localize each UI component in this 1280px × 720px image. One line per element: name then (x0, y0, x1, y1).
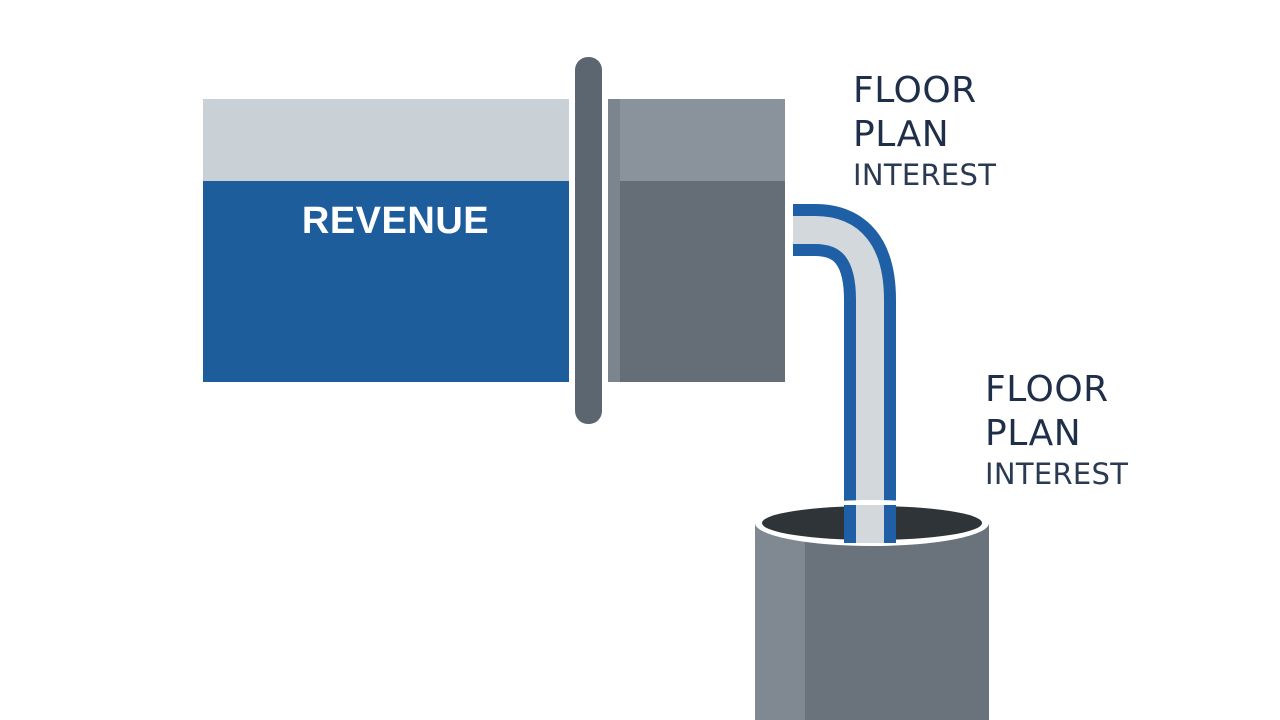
chamber-edge (608, 99, 620, 382)
revenue-label: REVENUE (301, 200, 490, 242)
revenue-tank-empty (203, 99, 569, 181)
revenue-tank-fill (203, 181, 569, 382)
interest-chamber (608, 99, 785, 382)
drain-pipe (755, 500, 989, 720)
label-bottom-line1: FLOOR (985, 369, 1109, 410)
chamber-bottom (608, 181, 785, 382)
label-top-line3: INTEREST (853, 158, 997, 192)
pipe-into-drain-inner (856, 505, 884, 543)
elbow-pipe (793, 204, 896, 560)
valve-flange (575, 57, 602, 424)
floor-plan-interest-label-bottom: FLOOR PLAN INTEREST (985, 372, 1128, 489)
drain-body-highlight (755, 523, 805, 720)
chamber-top (608, 99, 785, 181)
floor-plan-interest-label-top: FLOOR PLAN INTEREST (853, 73, 996, 190)
revenue-tank (203, 99, 569, 382)
label-top-line1: FLOOR (853, 70, 977, 111)
label-bottom-line3: INTEREST (985, 457, 1129, 491)
pipe-inner (793, 216, 884, 560)
label-top-line2: PLAN (853, 114, 950, 155)
label-bottom-line2: PLAN (985, 413, 1082, 454)
